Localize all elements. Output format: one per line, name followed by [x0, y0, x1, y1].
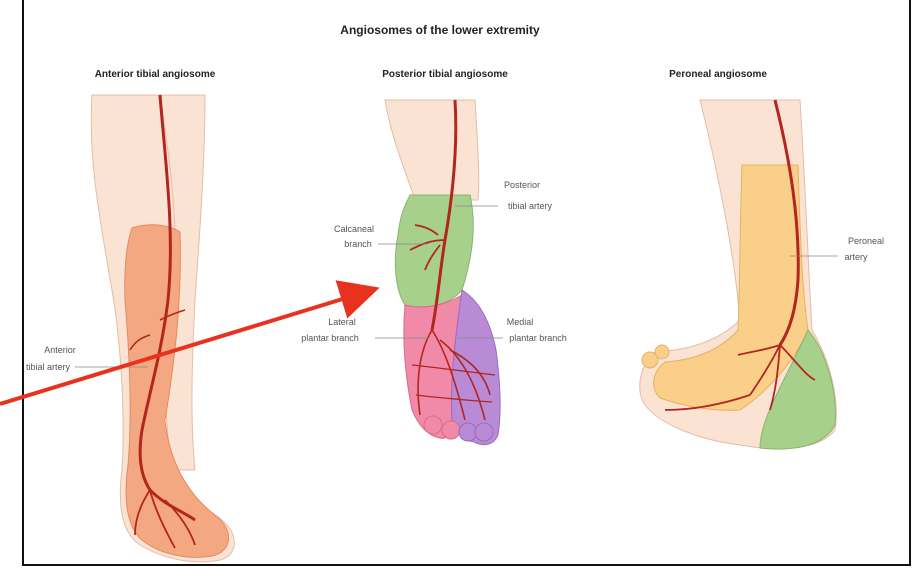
- anterior-label-line1: Anterior: [44, 345, 76, 355]
- lateral-label-line2: plantar branch: [301, 333, 359, 343]
- anterior-label-line2: tibial artery: [26, 362, 71, 372]
- calcaneal-label-line1: Calcaneal: [334, 224, 374, 234]
- posterior-heading: Posterior tibial angiosome: [382, 69, 508, 80]
- lateral-label-line1: Lateral: [328, 317, 356, 327]
- peroneal-heading: Peroneal angiosome: [669, 69, 767, 80]
- diagram-title: Angiosomes of the lower extremity: [340, 23, 540, 37]
- peroneal-label-line2: artery: [844, 252, 868, 262]
- posterior-label-line2: tibial artery: [508, 201, 553, 211]
- posterior-tibial-illustration: [375, 100, 503, 445]
- medial-label-line1: Medial: [507, 317, 534, 327]
- posterior-label-line1: Posterior: [504, 180, 540, 190]
- medial-label-line2: plantar branch: [509, 333, 567, 343]
- peroneal-label-line1: Peroneal: [848, 236, 884, 246]
- calcaneal-label-line2: branch: [344, 239, 372, 249]
- peroneal-illustration: [640, 100, 838, 449]
- anterior-heading: Anterior tibial angiosome: [95, 69, 216, 80]
- anterior-tibial-illustration: [75, 95, 234, 562]
